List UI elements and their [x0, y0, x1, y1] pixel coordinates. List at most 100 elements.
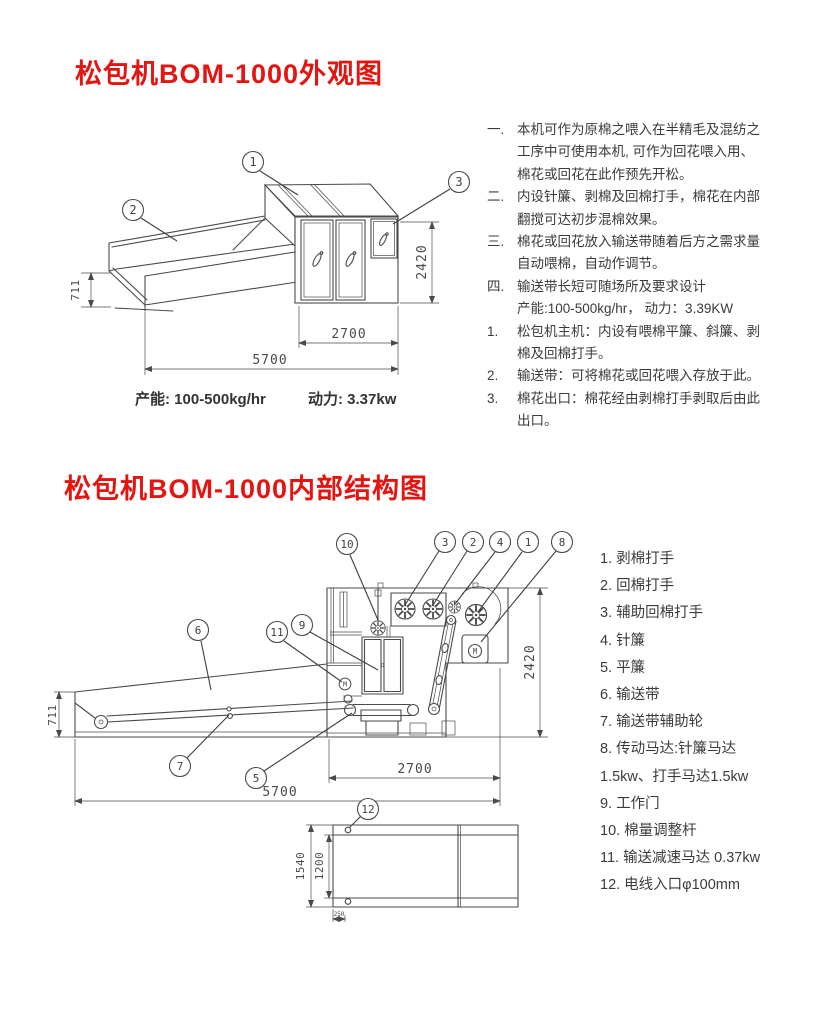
- section1-title: 松包机BOM-1000外观图: [75, 59, 384, 89]
- dim2-2700: 2700: [328, 668, 501, 806]
- part-item: 12. 电线入口φ100mm: [600, 877, 740, 894]
- power-label: 动力: 3.37kw: [308, 391, 397, 408]
- capacity-label: 产能: 100-500kg/hr: [135, 391, 266, 408]
- svg-text:3: 3: [455, 175, 462, 189]
- part-item: 1. 剥棉打手: [600, 551, 675, 567]
- callout-10: 10: [335, 532, 379, 621]
- dim2-1200: 1200: [313, 834, 333, 899]
- note-line: 棉及回棉打手。: [517, 346, 612, 362]
- svg-text:1540: 1540: [294, 852, 307, 881]
- svg-text:711: 711: [46, 704, 59, 725]
- svg-text:1: 1: [525, 536, 532, 549]
- svg-text:12: 12: [361, 803, 374, 816]
- svg-text:2420: 2420: [415, 244, 430, 279]
- dim2-1540: 1540: [294, 824, 333, 908]
- part-item: 10. 棉量调整杆: [600, 823, 697, 840]
- parts-list: 1. 剥棉打手 2. 回棉打手 3. 辅助回棉打手 4. 针簾 5. 平簾 6.…: [600, 546, 835, 900]
- dim-2700: 2700: [298, 306, 399, 375]
- part-item: 6. 输送带: [600, 687, 660, 704]
- part-item: 4. 针簾: [600, 632, 646, 649]
- part-item: 11. 输送减速马达 0.37kw: [600, 850, 761, 867]
- part-item: 2. 回棉打手: [600, 578, 675, 595]
- svg-text:4: 4: [497, 536, 504, 549]
- footprint-top-view: [332, 824, 519, 908]
- note-line: 一.本机可作为原棉之喂入在半精毛及混纺之: [487, 122, 760, 137]
- callout-7: 7: [168, 714, 230, 778]
- svg-text:2: 2: [470, 536, 477, 549]
- note-line: 棉花或回花在此作预先开松。: [517, 166, 693, 182]
- callout-1: 1: [477, 530, 540, 613]
- svg-text:11: 11: [270, 626, 283, 639]
- dim-2420: 2420: [400, 221, 439, 304]
- part-item: 9. 工作门: [600, 795, 660, 812]
- note-line: 翻搅可达初步混棉效果。: [517, 211, 666, 227]
- svg-text:3: 3: [442, 536, 449, 549]
- dim-711: 711: [69, 272, 111, 308]
- note-line: 工序中可使用本机, 可作为回花喂入用、: [517, 144, 755, 160]
- part-item: 3. 辅助回棉打手: [600, 605, 704, 622]
- callout-9: 9: [290, 613, 379, 671]
- note-line: 3.棉花出口：棉花经由剥棉打手剥取后由此: [487, 390, 760, 406]
- dim2-5700: 5700: [74, 739, 501, 806]
- beater-rollers: [370, 586, 502, 637]
- internal-structure-diagram: M: [46, 530, 574, 922]
- svg-text:711: 711: [69, 279, 82, 300]
- callout-12: 12: [348, 797, 380, 829]
- part-item: 1.5kw、打手马达1.5kw: [600, 768, 749, 785]
- svg-text:6: 6: [195, 624, 202, 637]
- svg-text:2420: 2420: [523, 644, 538, 679]
- svg-text:7: 7: [177, 760, 184, 773]
- cable-entry-hole: [344, 826, 352, 834]
- part-item: 5. 平簾: [600, 659, 646, 676]
- callout-3: 3: [392, 170, 471, 225]
- callout-8: 8: [480, 530, 574, 643]
- working-door: [361, 636, 404, 695]
- exterior-view-diagram: 711 2420 2700 5700 1 2 3: [69, 150, 471, 375]
- note-line: 产能:100-500kg/hr， 动力：3.39KW: [517, 301, 734, 317]
- callout-5: 5: [244, 712, 353, 790]
- dim2-2420: 2420: [446, 587, 548, 738]
- note-line: 出口。: [517, 413, 558, 429]
- door-right: [335, 219, 366, 301]
- svg-text:2: 2: [129, 203, 136, 217]
- svg-text:5700: 5700: [262, 785, 297, 800]
- dim2-250: 250: [332, 909, 346, 922]
- conveyor-isometric: [108, 215, 298, 312]
- svg-text:10: 10: [340, 538, 353, 551]
- svg-text:1200: 1200: [313, 852, 326, 881]
- svg-text:2700: 2700: [397, 762, 432, 777]
- dim2-711: 711: [46, 691, 75, 738]
- notes-list: 一.本机可作为原棉之喂入在半精毛及混纺之 工序中可使用本机, 可作为回花喂入用、…: [487, 119, 838, 433]
- note-line: 四.输送带长短可随场所及要求设计: [487, 278, 706, 294]
- part-item: 8. 传动马达:针簾马达: [600, 741, 737, 758]
- motor-housing: [461, 634, 489, 664]
- callout-2: 2: [432, 530, 485, 606]
- svg-text:1: 1: [249, 155, 256, 169]
- svg-text:250: 250: [334, 911, 345, 918]
- note-line: 1.松包机主机：内设有喂棉平簾、斜簾、剥: [487, 323, 760, 339]
- svg-text:2700: 2700: [331, 327, 366, 342]
- door-left: [300, 219, 334, 301]
- callout-1: 1: [241, 150, 299, 196]
- svg-text:5: 5: [253, 772, 260, 785]
- svg-text:8: 8: [559, 536, 566, 549]
- svg-text:5700: 5700: [252, 353, 287, 368]
- callout-2: 2: [121, 198, 178, 242]
- conveyor-side-view: [74, 663, 354, 738]
- inclined-lattice: [427, 614, 457, 716]
- section2-title: 松包机BOM-1000内部结构图: [64, 474, 429, 504]
- note-line: 2.输送带：可将棉花或回花喂入存放于此。: [487, 368, 760, 384]
- dim-5700: 5700: [144, 312, 399, 375]
- note-line: 三.棉花或回花放入输送带随着后方之需求量: [487, 234, 760, 250]
- callout-4: 4: [454, 530, 512, 605]
- svg-text:9: 9: [299, 619, 306, 632]
- note-line: 自动喂棉，自动作调节。: [517, 256, 666, 272]
- flat-lattice: [338, 677, 456, 736]
- part-item: 7. 输送带辅助轮: [600, 714, 704, 731]
- callout-3: 3: [404, 530, 457, 606]
- note-line: 二.内设针簾、剥棉及回棉打手，棉花在内部: [487, 189, 760, 205]
- callout-11: 11: [265, 620, 343, 683]
- callout-6: 6: [186, 618, 212, 691]
- cotton-outlet-door: [370, 218, 398, 259]
